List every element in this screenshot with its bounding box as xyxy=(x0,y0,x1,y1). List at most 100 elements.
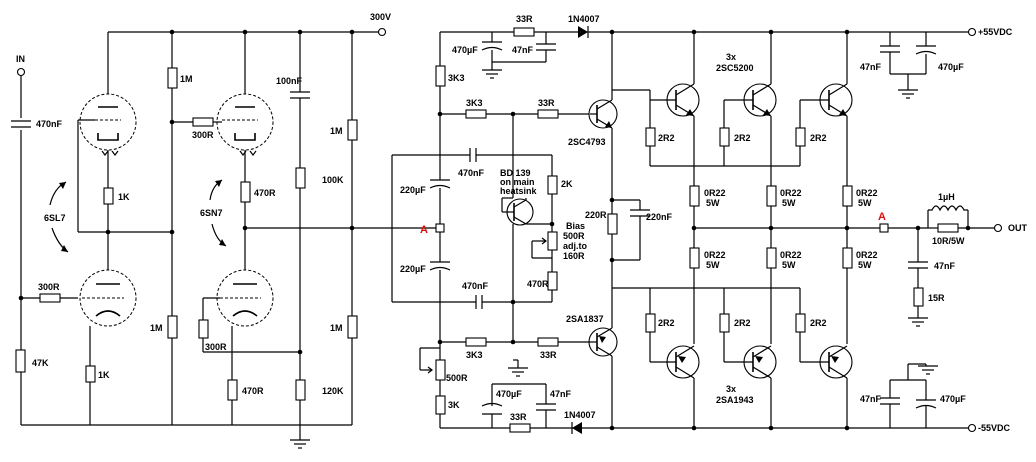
label-c220u-a: 220µF xyxy=(400,185,426,195)
label-r1m-c: 1M xyxy=(330,126,343,136)
resistor-300r-in xyxy=(39,293,61,303)
transistor-2sc5200-1 xyxy=(650,83,700,117)
label-300v: 300V xyxy=(370,12,391,22)
transistor-2sc4793 xyxy=(588,99,618,129)
tube-6sl7-lower xyxy=(79,269,137,327)
label-c47n-bot: 47nF xyxy=(550,389,572,399)
resistor-3k3-b xyxy=(465,109,487,119)
label-c470u-ps-bot: 470µF xyxy=(940,394,966,404)
resistor-120k xyxy=(295,379,306,401)
output-terminal xyxy=(993,223,1003,233)
resistor-3k xyxy=(435,395,446,415)
label-q-pre-bot: 2SA1837 xyxy=(566,314,604,324)
label-r2k: 2K xyxy=(561,179,573,189)
label-vneg: -55VDC xyxy=(978,423,1011,433)
label-out-bot-1: 3x xyxy=(726,384,736,394)
label-r33-c: 33R xyxy=(540,350,557,360)
label-r2r2-3: 2R2 xyxy=(810,133,827,143)
label-r2r2-4: 2R2 xyxy=(658,318,675,328)
label-out-bot-2: 2SA1943 xyxy=(716,395,754,405)
label-r2r2-2: 2R2 xyxy=(734,133,751,143)
label-r0r22-2a: 0R22 xyxy=(780,188,802,198)
pot-bias-500r xyxy=(547,231,558,251)
resistor-33r-b xyxy=(537,109,559,119)
resistor-2k xyxy=(547,175,558,195)
resistor-47k xyxy=(15,349,26,373)
label-point-a-right: A xyxy=(878,211,886,223)
driver-stage xyxy=(388,26,977,434)
resistor-300r-b xyxy=(198,319,209,339)
label-r300-b: 300R xyxy=(205,342,227,352)
label-tube-6sn7: 6SN7 xyxy=(200,208,223,218)
transistor-2sc5200-3 xyxy=(800,83,853,117)
resistor-0r22-4 xyxy=(689,247,700,269)
label-d-top: 1N4007 xyxy=(568,14,600,24)
resistor-100k xyxy=(295,167,306,189)
label-r0r22-4a: 0R22 xyxy=(704,250,726,260)
resistor-3k3-a xyxy=(435,65,446,87)
resistor-1m-d xyxy=(347,315,358,339)
label-c470n-in: 470nF xyxy=(36,119,63,129)
label-c47n-ps-bot: 47nF xyxy=(860,394,882,404)
resistor-2r2-1 xyxy=(645,127,656,147)
label-c470u-ps-top: 470µF xyxy=(938,62,964,72)
label-d-bot: 1N4007 xyxy=(564,410,596,420)
label-bd139-2: on main xyxy=(500,177,535,187)
label-r300-a: 300R xyxy=(192,130,214,140)
label-r3k: 3K xyxy=(448,400,460,410)
label-out: OUT xyxy=(1008,223,1028,233)
resistor-300r-a xyxy=(192,117,214,127)
label-pot500: 500R xyxy=(446,373,468,383)
label-r1k-a: 1K xyxy=(118,192,130,202)
label-c47n-top: 47nF xyxy=(512,45,534,55)
transistor-2sa1943-2 xyxy=(724,345,777,379)
resistor-1m-b xyxy=(167,315,178,339)
label-r0r22-6b: 5W xyxy=(858,260,872,270)
resistor-3k3-c xyxy=(465,337,487,347)
label-bias-4: 160R xyxy=(563,251,585,261)
tube-6sl7-upper xyxy=(79,93,137,156)
terminal-300v xyxy=(377,27,387,37)
output-stage xyxy=(607,29,1003,431)
resistor-2r2-6 xyxy=(795,313,806,333)
resistor-1m-a xyxy=(167,67,178,89)
resistor-470r-b xyxy=(227,379,238,401)
label-r3k3-b: 3K3 xyxy=(466,98,483,108)
terminal-plus-55v xyxy=(967,27,977,37)
resistor-33r-top xyxy=(513,27,535,37)
label-r47k: 47K xyxy=(32,358,49,368)
tube-6sn7-lower xyxy=(216,269,274,327)
diode-1n4007-bottom xyxy=(572,422,582,434)
label-r300-in: 300R xyxy=(38,282,60,292)
resistor-2r2-4 xyxy=(645,313,656,333)
pot-500r xyxy=(435,359,446,381)
resistor-0r22-3 xyxy=(842,185,853,207)
label-r1m-b: 1M xyxy=(150,323,163,333)
label-r0r22-4b: 5W xyxy=(706,260,720,270)
labels: IN 470nF 300V 1M 300R 100nF 1K 470R 100K… xyxy=(16,12,1028,433)
resistor-2r2-2 xyxy=(719,127,730,147)
label-r0r22-3a: 0R22 xyxy=(856,188,878,198)
label-r2r2-5: 2R2 xyxy=(734,318,751,328)
label-point-a-left: A xyxy=(420,224,428,236)
tube-6sn7-upper xyxy=(216,93,274,156)
transistor-2sc5200-2 xyxy=(724,83,777,117)
label-r0r22-1a: 0R22 xyxy=(704,188,726,198)
resistor-220r xyxy=(607,213,618,235)
terminal-minus-55v xyxy=(967,423,977,433)
label-c47n-zob: 47nF xyxy=(934,261,956,271)
input-terminal xyxy=(16,67,26,77)
label-r220: 220R xyxy=(585,210,607,220)
label-r0r22-5a: 0R22 xyxy=(780,250,802,260)
label-r2r2-1: 2R2 xyxy=(658,133,675,143)
tube-stage xyxy=(11,27,388,449)
label-r1m-a: 1M xyxy=(180,74,193,84)
label-l1u: 1µH xyxy=(938,192,955,202)
resistor-1k-a xyxy=(103,187,114,205)
label-vpos: +55VDC xyxy=(978,27,1013,37)
label-r2r2-6: 2R2 xyxy=(810,318,827,328)
label-r470-c: 470R xyxy=(527,279,549,289)
label-r100k: 100K xyxy=(322,175,344,185)
resistor-15r xyxy=(913,287,924,307)
label-bd139-1: BD 139 xyxy=(500,168,531,178)
